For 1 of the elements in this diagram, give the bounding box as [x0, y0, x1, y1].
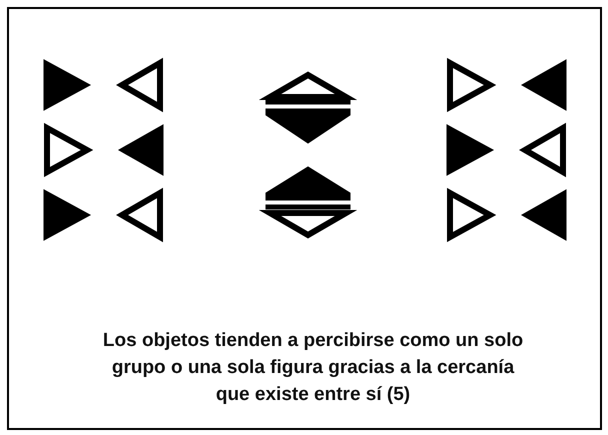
caption: Los objetos tienden a percibirse como un solo grupo o una sola figura gracias a la cercanía que existe entre sí (5) [102, 329, 524, 407]
